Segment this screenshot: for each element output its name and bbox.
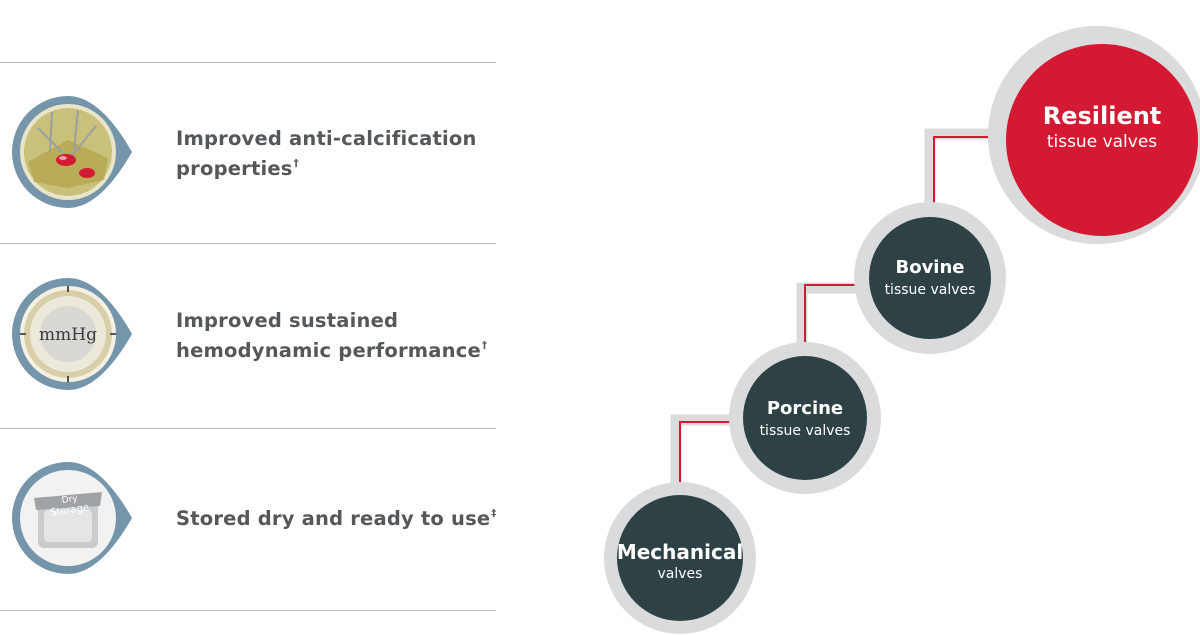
- step-bovine: [854, 202, 1006, 354]
- step-mechanical: [604, 482, 756, 634]
- connector-line: [804, 284, 862, 366]
- dry-storage-icon: Dry Storage: [8, 458, 136, 578]
- mmhg-gauge-icon: mmHg: [8, 274, 136, 394]
- step-subtitle: tissue valves: [759, 423, 851, 439]
- feature-line: Improved anti-calcification: [176, 127, 477, 150]
- feature-line: properties: [176, 157, 293, 180]
- step-subtitle: tissue valves: [1046, 132, 1158, 152]
- feature-hemodynamic: mmHg Improved sustained hemodynamic perf…: [0, 262, 496, 432]
- divider-line: [0, 62, 496, 63]
- step-label-porcine: Porcine tissue valves: [725, 398, 885, 442]
- feature-line: hemodynamic performance: [176, 339, 481, 362]
- feature-text: Stored dry and ready to use‡: [176, 504, 496, 534]
- step-title: Porcine: [766, 398, 844, 419]
- feature-line: Improved sustained: [176, 309, 399, 332]
- divider-line: [0, 243, 496, 244]
- step-label-bovine: Bovine tissue valves: [850, 257, 1010, 301]
- feature-dry-storage: Dry Storage Stored dry and ready to use‡: [0, 446, 496, 616]
- footnote-mark: ‡: [491, 508, 497, 519]
- feature-anti-calcification: Improved anti-calcification properties†: [0, 80, 496, 250]
- feature-line: Stored dry and ready to use: [176, 507, 491, 530]
- divider-line: [0, 428, 496, 429]
- icon-caption: Storage: [50, 502, 90, 518]
- step-subtitle: valves: [657, 566, 703, 582]
- connector-line: [933, 136, 1000, 218]
- step-porcine: [729, 342, 881, 494]
- divider-line: [0, 610, 496, 611]
- step-title: Bovine: [895, 257, 965, 278]
- footnote-mark: †: [293, 158, 299, 169]
- feature-text: Improved anti-calcification properties†: [176, 124, 496, 184]
- footnote-mark: †: [481, 340, 488, 351]
- step-resilient: [988, 26, 1200, 244]
- step-subtitle: tissue valves: [884, 282, 976, 298]
- icon-caption: Dry: [61, 494, 79, 506]
- step-title: Mechanical: [616, 540, 744, 564]
- feature-text: Improved sustained hemodynamic performan…: [176, 306, 496, 366]
- step-label-resilient: Resilient tissue valves: [1002, 102, 1200, 154]
- gauge-label: mmHg: [39, 325, 97, 345]
- calcification-icon: [8, 92, 136, 212]
- step-label-mechanical: Mechanical valves: [600, 540, 760, 584]
- step-title: Resilient: [1042, 102, 1162, 130]
- connector-line: [679, 421, 746, 500]
